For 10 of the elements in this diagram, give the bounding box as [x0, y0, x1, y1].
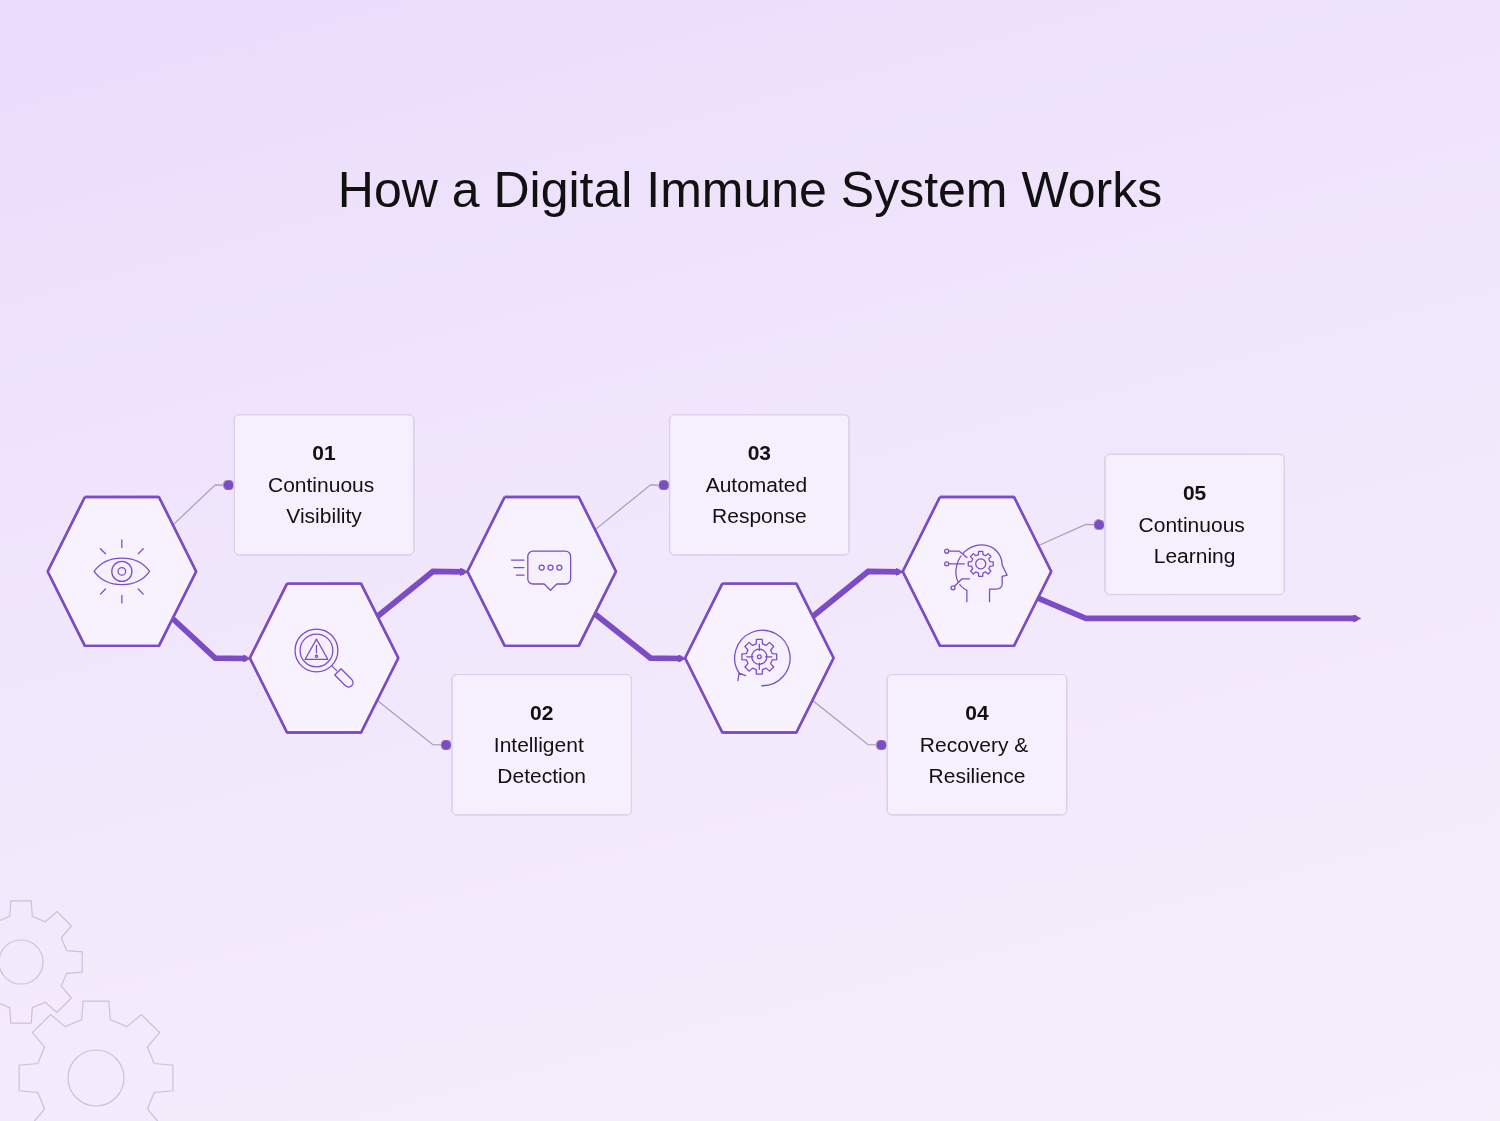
arrow: [171, 617, 251, 663]
arrow: [593, 612, 686, 663]
arrow: [1037, 595, 1362, 623]
title-heading: How a Digital Immune System Works: [337, 161, 1163, 220]
connector: [1037, 519, 1106, 547]
connector: [172, 479, 236, 526]
arrow: [375, 567, 469, 619]
arrow: [811, 567, 904, 619]
connector: [812, 700, 889, 752]
connector: [594, 479, 671, 531]
